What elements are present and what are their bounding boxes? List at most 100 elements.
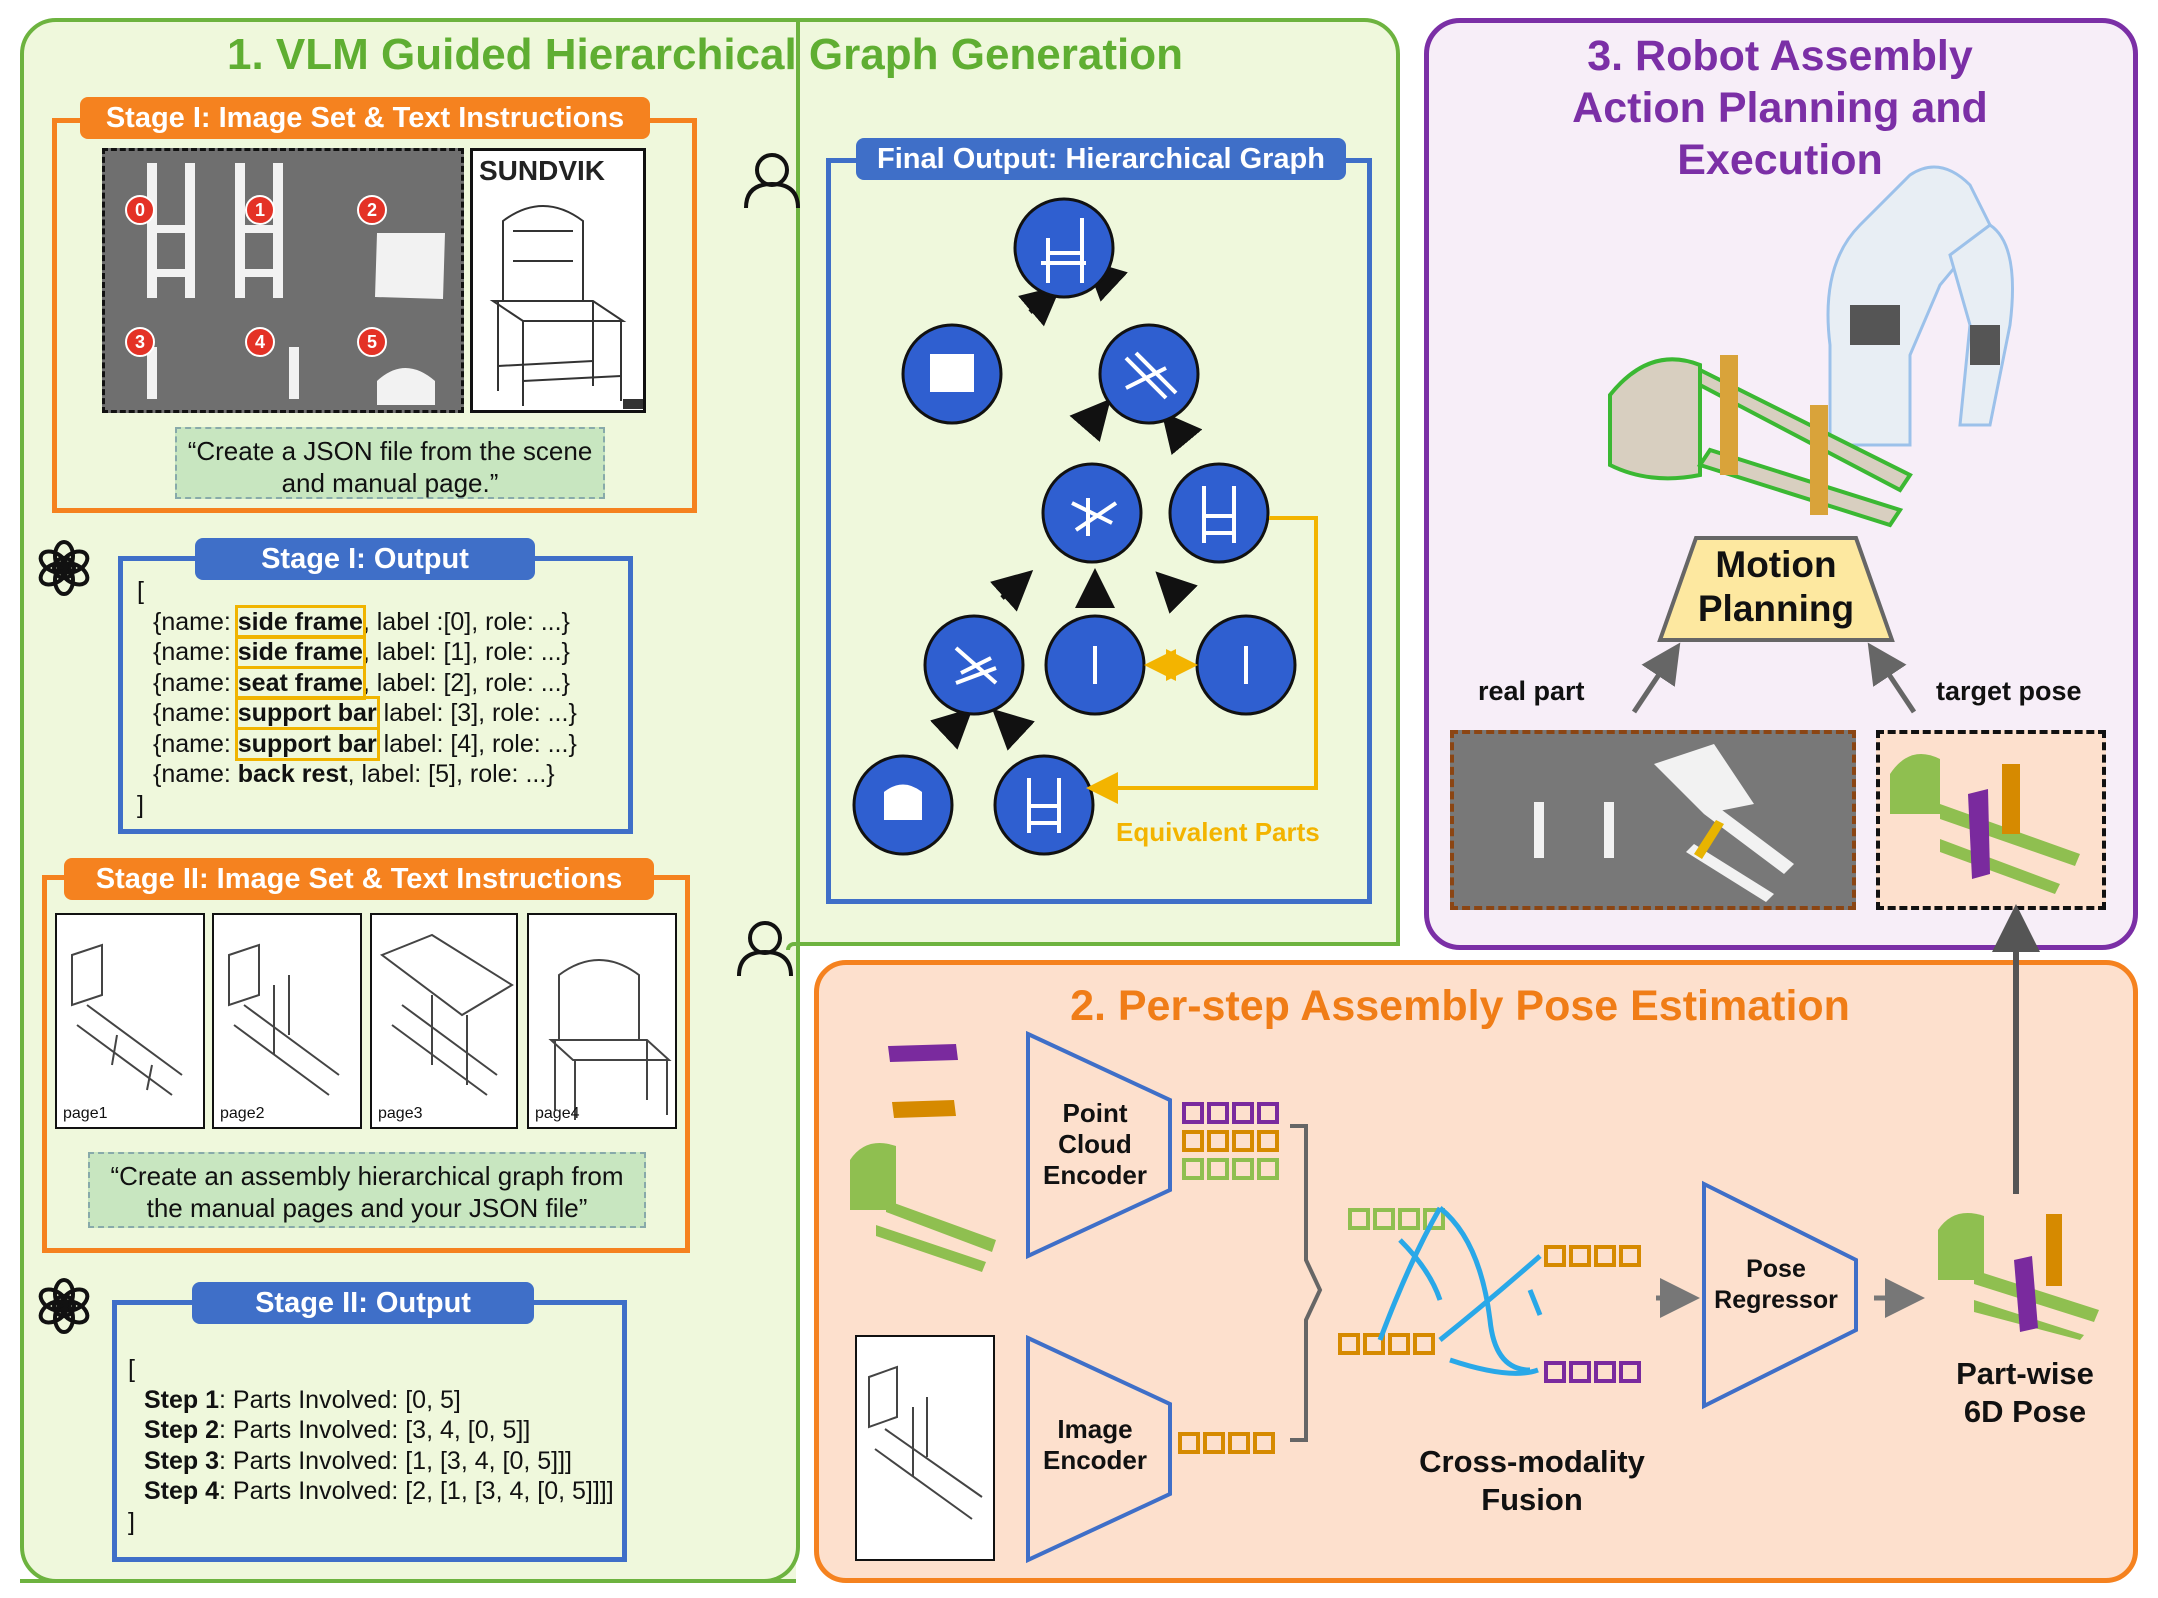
json-close: ] xyxy=(137,790,144,819)
equivalent-parts-label: Equivalent Parts xyxy=(1116,817,1320,847)
stage2-output-title: Stage II: Output xyxy=(192,1282,534,1324)
part-marker-5: 5 xyxy=(357,327,387,357)
feature-token xyxy=(1569,1245,1591,1267)
json-open: [ xyxy=(137,577,144,605)
stage1-output-box xyxy=(118,556,633,834)
json-part-name: side frame xyxy=(234,604,366,639)
feature-token xyxy=(1232,1158,1254,1180)
part-marker-4: 4 xyxy=(245,327,275,357)
feature-token xyxy=(1232,1102,1254,1124)
manual-page-4: page4 xyxy=(527,913,677,1129)
fusion-diagram xyxy=(1290,1124,1700,1442)
page4-label: page4 xyxy=(535,1105,580,1122)
section1-title: 1. VLM Guided Hierarchical Graph Generat… xyxy=(226,30,1183,79)
stage1-prompt: “Create a JSON file from the scene and m… xyxy=(175,427,605,499)
step-text: : Parts Involved: xyxy=(219,1385,406,1414)
feature-token xyxy=(1182,1130,1204,1152)
motion-planning-trapezoid xyxy=(1657,536,1895,642)
stage2-input-title: Stage II: Image Set & Text Instructions xyxy=(64,858,654,900)
graph-node-root xyxy=(1013,197,1115,299)
page2-label: page2 xyxy=(220,1105,265,1122)
feature-token xyxy=(1178,1432,1200,1454)
json-row-suffix: label: [4], role: ...} xyxy=(376,729,577,758)
json-row-prefix: {name: xyxy=(153,668,238,697)
step-label: Step 2 xyxy=(144,1416,220,1444)
json-row-suffix: label: [3], role: ...} xyxy=(376,699,577,727)
page2-drawing xyxy=(228,943,340,1096)
graph-title: Final Output: Hierarchical Graph xyxy=(856,138,1346,180)
json-row-prefix: {name: xyxy=(153,760,238,788)
manual-brand: SUNDVIK xyxy=(479,155,606,186)
openai-logo-icon-2 xyxy=(38,1278,90,1334)
section3-title: 3. Robot Assembly Action Planning and Ex… xyxy=(1572,32,1988,184)
json-row: {name: seat frame, label: [2], role: ...… xyxy=(137,665,577,700)
point-cloud-input xyxy=(850,1044,996,1272)
point-cloud-encoder-label: Point Cloud Encoder xyxy=(1042,1098,1148,1190)
step-row: Step 1: Parts Involved: [0, 5] xyxy=(128,1385,614,1416)
stage2-output-box xyxy=(112,1300,627,1562)
section1-bottom-right-edge xyxy=(20,18,800,1583)
real-part-drawing xyxy=(1534,744,1794,902)
json-row: {name: back rest, label: [5], role: ...} xyxy=(137,759,577,790)
fusion-label: Cross-modality Fusion xyxy=(1419,1444,1645,1517)
section2-title: 2. Per-step Assembly Pose Estimation xyxy=(1070,982,1850,1030)
json-row-suffix: , label: [5], role: ...} xyxy=(347,760,555,788)
edge xyxy=(930,707,973,750)
page1-label: page1 xyxy=(63,1105,108,1122)
json-row-prefix: {name: xyxy=(153,638,238,666)
json-part-name: back rest xyxy=(237,760,348,788)
part-marker-0: 0 xyxy=(125,195,155,225)
feature-token xyxy=(1207,1130,1229,1152)
feature-token xyxy=(1182,1102,1204,1124)
equivalent-link xyxy=(1086,516,1318,804)
json-part-name: seat frame xyxy=(234,665,366,700)
stage1-input-title: Stage I: Image Set & Text Instructions xyxy=(80,97,650,139)
pose-regressor-shape xyxy=(1702,1180,1858,1410)
feature-token xyxy=(1253,1432,1275,1454)
image-encoder-label: Image Encoder xyxy=(1042,1414,1148,1475)
image-encoder-shape xyxy=(1026,1334,1172,1564)
step-parts: [3, 4, [0, 5]] xyxy=(405,1416,531,1444)
manual-cover: SUNDVIK xyxy=(470,148,646,413)
feature-token xyxy=(1257,1130,1279,1152)
json-row: {name: support bar label: [3], role: ...… xyxy=(137,696,577,730)
step-label: Step 3 xyxy=(144,1446,220,1475)
feature-token xyxy=(1619,1361,1641,1383)
real-part-image xyxy=(1450,730,1856,910)
feature-token xyxy=(1544,1245,1566,1267)
step-row: Step 2: Parts Involved: [3, 4, [0, 5]] xyxy=(128,1415,614,1446)
target-pose-label: target pose xyxy=(1936,676,2082,706)
feature-token xyxy=(1373,1208,1395,1230)
edge xyxy=(1069,398,1111,442)
user-icon-2 xyxy=(737,921,793,977)
feature-token xyxy=(1207,1158,1229,1180)
edge xyxy=(1161,411,1203,456)
section1-cutout-border xyxy=(786,942,1400,950)
page4-drawing xyxy=(548,959,672,1120)
step-label: Step 1 xyxy=(144,1385,220,1414)
hierarchical-graph xyxy=(852,197,1318,856)
edge xyxy=(990,569,1034,612)
stage2-steps-output: [ Step 1: Parts Involved: [0, 5]Step 2: … xyxy=(128,1354,614,1537)
page3-drawing xyxy=(379,933,514,1096)
feature-token xyxy=(1619,1245,1641,1267)
manual-page-2: page2 xyxy=(212,913,362,1129)
step-parts: [2, [1, [3, 4, [0, 5]]]] xyxy=(405,1477,614,1505)
manual-page-1: page1 xyxy=(55,913,205,1129)
output-label: Part-wise 6D Pose xyxy=(1956,1356,2094,1429)
feature-token xyxy=(1207,1102,1229,1124)
edge xyxy=(992,708,1035,751)
openai-logo-icon xyxy=(38,540,90,596)
scene-image: 0 1 2 3 4 5 xyxy=(102,148,464,413)
json-part-name: support bar xyxy=(234,726,380,761)
edge xyxy=(1155,571,1198,614)
feature-token xyxy=(1569,1361,1591,1383)
graph-node-level2 xyxy=(1098,323,1200,425)
image-input-drawing xyxy=(868,1365,983,1520)
step-parts: [0, 5] xyxy=(405,1385,461,1414)
step-text: : Parts Involved: xyxy=(219,1446,406,1475)
feature-token xyxy=(1257,1102,1279,1124)
json-part-name: side frame xyxy=(234,635,366,669)
feature-token xyxy=(1228,1432,1250,1454)
